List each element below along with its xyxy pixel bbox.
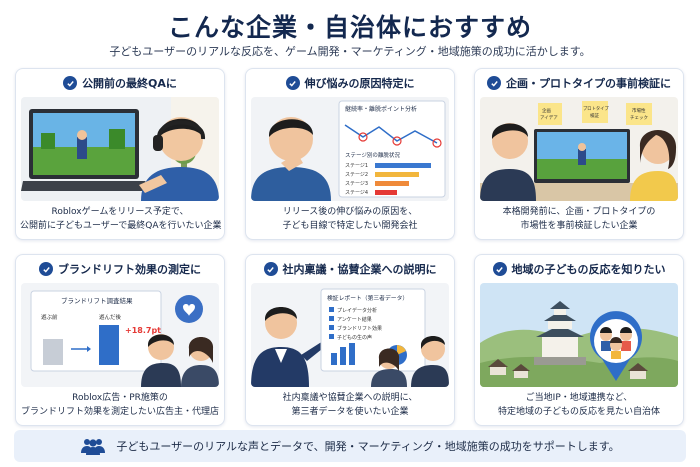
card-description-line: 本格開発前に、企画・プロトタイプの [502,207,656,217]
card-description: リリース後の伸び悩みの原因を、 子ども目線で特定したい開発会社 [250,205,450,233]
analysis-panel-title: 継続率・離脱ポイント分析 [345,105,417,113]
card-description-line: 社内稟議や協賛企業への説明に、 [282,393,418,403]
card-title: 企画・プロトタイプの事前検証に [506,77,671,90]
card-header: 地域の子どもの反応を知りたい [475,259,683,279]
illustration-man-analysis: 継続率・離脱ポイント分析 ステージ別の離脱状況 ステージ1 ステージ2 ステージ… [251,97,449,201]
card-description-line: Robloxゲームをリリース予定で、 [51,207,189,217]
card-description-line: 第三者データを使いたい企業 [291,407,409,417]
card-local-reaction: 地域の子どもの反応を知りたい [474,254,684,426]
before-label: 遊ぶ前 [41,313,58,321]
card-description-line: ご当地IP・地域連携など、 [525,393,633,403]
card-header: 公開前の最終QAに [16,73,224,93]
card-title: 伸び悩みの原因特定に [304,77,415,90]
card-description-line: 子ども目線で特定したい開発会社 [282,221,418,231]
card-internal-approval: 社内稟議・協賛企業への説明に 検証レポート（第三者データ） プレイデータ分析 ア… [245,254,455,426]
card-header: 社内稟議・協賛企業への説明に [246,259,454,279]
card-description-line: ブランドリフト効果を測定したい広告主・代理店 [20,407,219,417]
stage-header: ステージ別の離脱状況 [345,151,400,159]
report-item: プレイデータ分析 [337,307,377,314]
illustration-boy-laptop [21,97,219,201]
sticky-note-text: 企画 [542,107,551,114]
report-item: 子どもの生の声 [337,334,372,341]
card-description-line: 特定地域の子どもの反応を見たい自治体 [497,407,660,417]
stage-label: ステージ2 [345,172,368,178]
card-header: 伸び悩みの原因特定に [246,73,454,93]
sticky-note-text: チェック [630,115,648,121]
card-description: Roblox広告・PR施策の ブランドリフト効果を測定したい広告主・代理店 [20,391,220,419]
page-subtitle: 子どもユーザーのリアルな反応を、ゲーム開発・マーケティング・地域施策の成功に活か… [109,45,591,58]
check-circle-icon [487,76,501,90]
card-header: 企画・プロトタイプの事前検証に [475,73,683,93]
card-growth-issue: 伸び悩みの原因特定に 継続率・離脱ポイント分析 ステージ別の離脱状況 ステージ1… [245,68,455,240]
illustration-castle-children [480,283,678,387]
sticky-note-text: プロトタイプ [583,105,609,112]
sticky-note-text: 市場性 [632,107,646,114]
illustration-brand-lift: ブランドリフト調査結果 遊ぶ前 遊んだ後 +18.7pt [21,283,219,387]
stage-label: ステージ4 [345,190,368,196]
check-circle-icon [285,76,300,90]
card-brand-lift: ブランドリフト効果の測定に ブランドリフト調査結果 遊ぶ前 遊んだ後 +18.7… [15,254,225,426]
report-item: ブランドリフト効果 [337,325,382,332]
users-icon [80,437,106,455]
card-title: ブランドリフト効果の測定に [58,263,201,276]
sticky-note-text: アイデア [540,114,558,121]
check-circle-icon [63,76,78,90]
after-label: 遊んだ後 [99,313,122,321]
stage-label: ステージ1 [345,163,368,169]
footer-text: 子どもユーザーのリアルな声とデータで、開発・マーケティング・地域施策の成功をサポ… [116,440,620,453]
card-header: ブランドリフト効果の測定に [16,259,224,279]
brand-lift-panel-title: ブランドリフト調査結果 [61,296,133,305]
card-description: 本格開発前に、企画・プロトタイプの 市場性を事前検証したい企業 [479,205,679,233]
footer-banner: 子どもユーザーのリアルな声とデータで、開発・マーケティング・地域施策の成功をサポ… [14,430,686,462]
page-title: こんな企業・自治体におすすめ [167,13,532,42]
stage-label: ステージ3 [345,181,368,187]
report-item: アンケート結果 [337,316,372,323]
check-circle-icon [263,262,278,276]
card-description: ご当地IP・地域連携など、 特定地域の子どもの反応を見たい自治体 [479,391,679,419]
card-title: 社内稟議・協賛企業への説明に [282,263,437,276]
illustration-meeting-monitor: 企画 アイデア プロトタイプ 検証 市場性 チェック [480,97,678,201]
card-prototype-validation: 企画・プロトタイプの事前検証に 企画 アイデア プロトタイプ 検証 市場性 チェ… [474,68,684,240]
card-description: Robloxゲームをリリース予定で、 公開前に子どもユーザーで最終QAを行いたい… [20,205,222,233]
card-pre-release-qa: 公開前の最終QAに Robloxゲームをリリース予定で [15,68,225,240]
card-description-line: リリース後の伸び悩みの原因を、 [282,207,418,217]
card-description-line: 公開前に子どもユーザーで最終QAを行いたい企業 [20,221,222,231]
check-circle-icon [492,262,507,276]
card-description-line: Roblox広告・PR施策の [72,393,168,403]
lift-value: +18.7pt [125,326,161,335]
card-description: 社内稟議や協賛企業への説明に、 第三者データを使いたい企業 [250,391,450,419]
sticky-note-text: 検証 [590,112,599,119]
card-title: 公開前の最終QAに [82,77,177,90]
report-panel-title: 検証レポート（第三者データ） [327,294,408,302]
card-title: 地域の子どもの反応を知りたい [511,263,666,276]
card-description-line: 市場性を事前検証したい企業 [520,221,638,231]
illustration-presentation: 検証レポート（第三者データ） プレイデータ分析 アンケート結果 ブランドリフト効… [251,283,449,387]
check-circle-icon [39,262,53,276]
